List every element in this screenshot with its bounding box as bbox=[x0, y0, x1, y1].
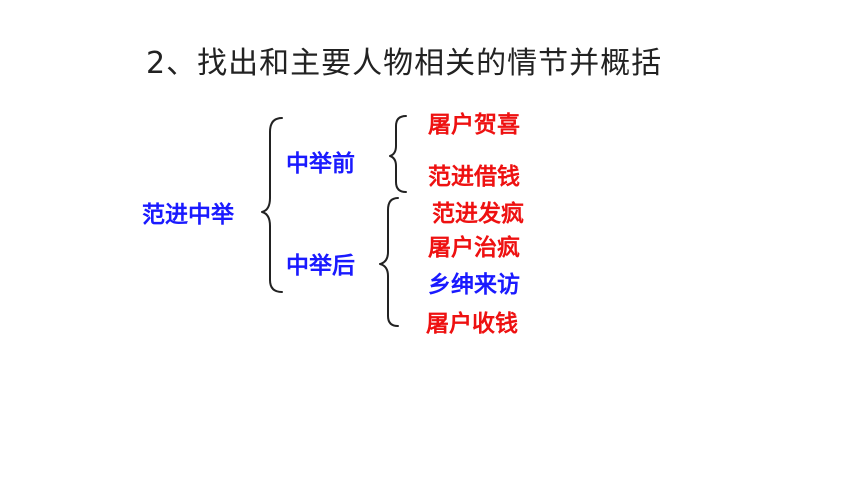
branch-before: 中举前 bbox=[286, 151, 355, 177]
leaf-fanjin-jieqian: 范进借钱 bbox=[428, 164, 520, 190]
root-brace bbox=[261, 117, 283, 293]
leaf-tuhu-shouqian: 屠户收钱 bbox=[426, 311, 518, 337]
branch-after: 中举后 bbox=[286, 253, 355, 279]
slide-title: 2、找出和主要人物相关的情节并概括 bbox=[146, 46, 663, 81]
leaf-fanjin-fafeng: 范进发疯 bbox=[432, 201, 524, 227]
after-brace bbox=[379, 197, 399, 327]
leaf-tuhu-hexi: 屠户贺喜 bbox=[428, 112, 520, 138]
root-node: 范进中举 bbox=[142, 202, 234, 228]
leaf-xiangshen-laifang: 乡绅来访 bbox=[428, 272, 520, 298]
before-brace bbox=[389, 115, 407, 193]
leaf-tuhu-zhifeng: 屠户治疯 bbox=[428, 235, 520, 261]
